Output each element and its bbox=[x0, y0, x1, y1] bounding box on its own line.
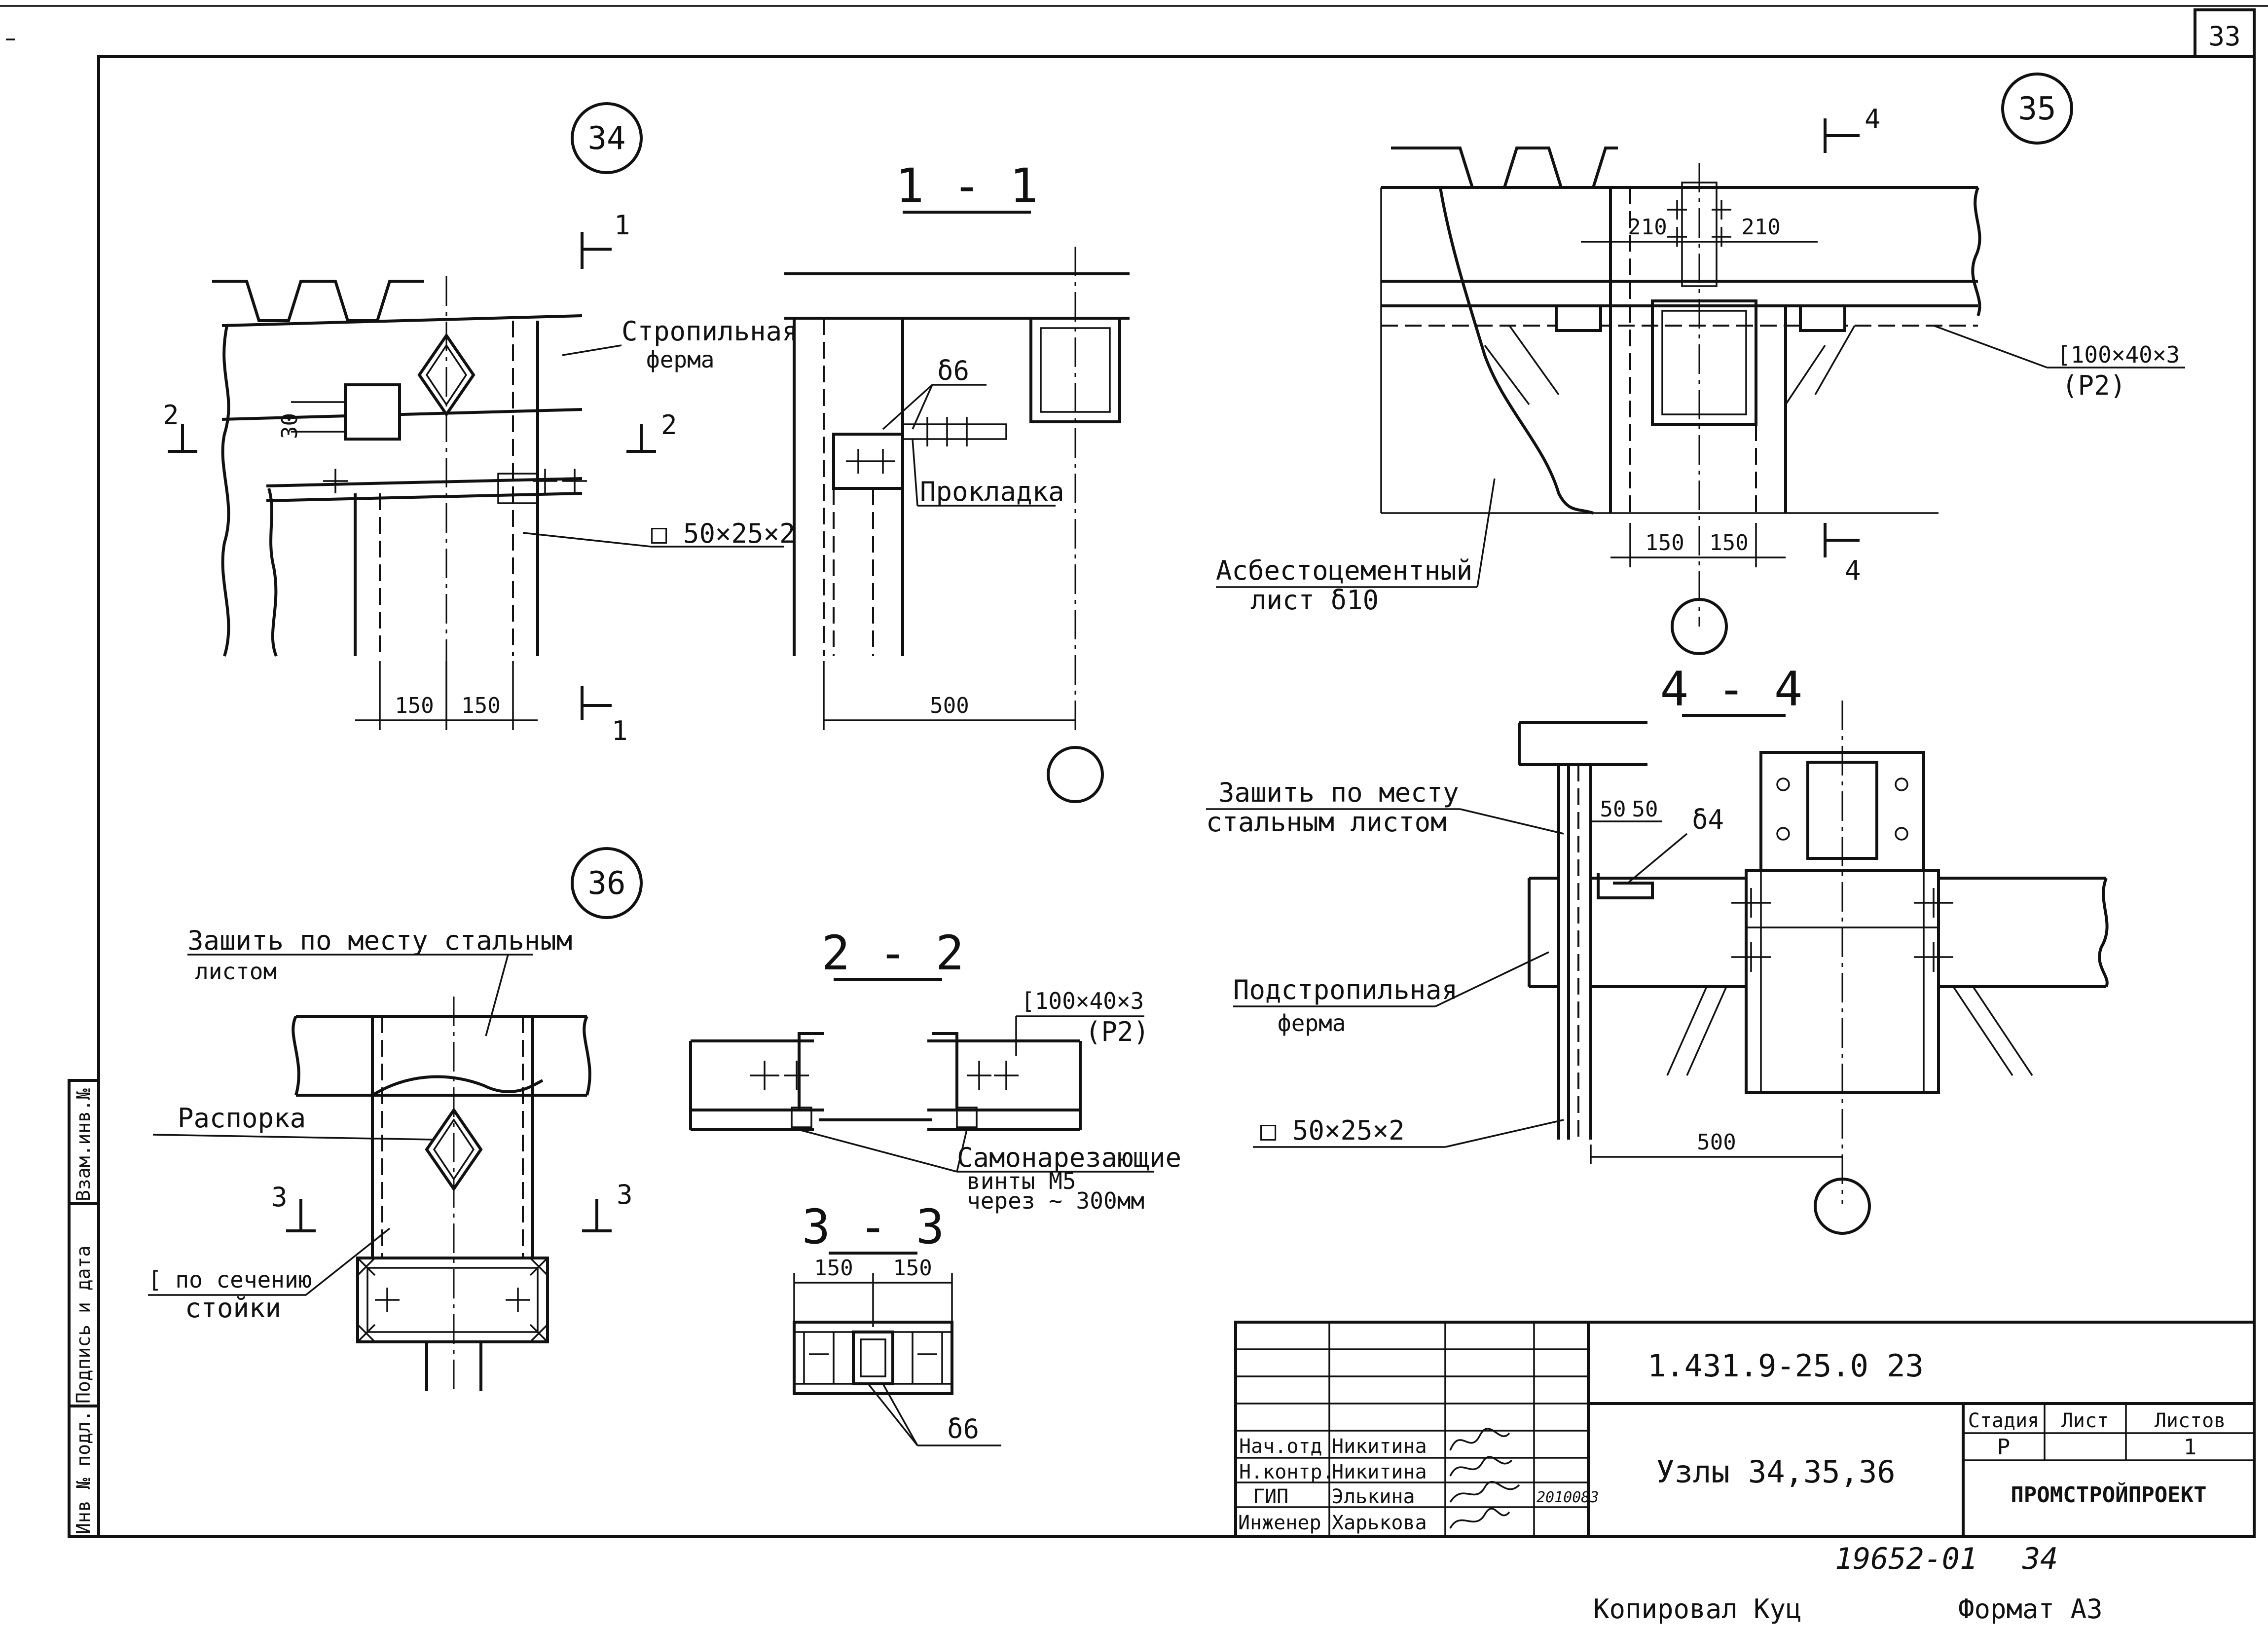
node-36-channel-label-2: стойки bbox=[185, 1293, 281, 1324]
node-36-channel-label-1: [ по сечению bbox=[148, 1266, 312, 1293]
node-35-cut-4-top: 4 bbox=[1865, 104, 1881, 135]
sheet-format: Формат А3 bbox=[1958, 1593, 2103, 1625]
node-34-cut-2-left: 2 bbox=[163, 400, 179, 431]
section-1-1-gasket-label: Прокладка bbox=[920, 476, 1064, 507]
node-34-cut-2-right: 2 bbox=[661, 409, 677, 441]
side-stamp-inv: Инв № подл. bbox=[73, 1410, 94, 1534]
drawing-title: Узлы 34,35,36 bbox=[1656, 1454, 1895, 1490]
section-2-2-channel-label-1: [100×40×3 bbox=[1021, 988, 1144, 1014]
signature-4 bbox=[1449, 1508, 1510, 1529]
section-3-3-dim-b: 150 bbox=[893, 1256, 932, 1281]
signature-3 bbox=[1449, 1480, 1520, 1503]
node-35-dim-210a: 210 bbox=[1628, 215, 1667, 240]
signer-role-3: ГИП bbox=[1253, 1485, 1288, 1508]
node-36-cut-3-right: 3 bbox=[617, 1179, 633, 1210]
section-3-3: 3 - 3 150 150 δ6 bbox=[793, 1199, 1001, 1446]
section-2-2-screws-label-1: Самонарезающие bbox=[957, 1142, 1181, 1173]
archive-number: 19652-01 bbox=[1835, 1542, 1977, 1576]
section-2-2-screws-label-3: через ~ 300мм bbox=[967, 1187, 1144, 1214]
section-2-2-channel-label-2: (Р2) bbox=[1085, 1016, 1149, 1047]
drawing-code: 1.431.9-25.0 23 bbox=[1647, 1348, 1924, 1384]
node-34-dim-left: 150 bbox=[395, 693, 434, 718]
node-36-sew-label-2: листом bbox=[195, 958, 277, 985]
side-stamp-replace: Взам.инв.№ bbox=[73, 1088, 94, 1201]
copied-by: Копировал Куц bbox=[1593, 1593, 1802, 1625]
node-36: 36 Зашить по месту стальным листом Распо… bbox=[148, 847, 643, 1391]
node-36-cut-3-left: 3 bbox=[271, 1182, 288, 1213]
side-stamp-sign: Подпись и дата bbox=[73, 1246, 94, 1404]
signer-role-4: Инженер bbox=[1238, 1512, 1321, 1534]
node-35-channel-label-2: (Р2) bbox=[2062, 370, 2126, 401]
section-4-4-dim-50a: 50 bbox=[1600, 797, 1626, 822]
node-34-number: 34 bbox=[587, 120, 625, 157]
archive-page: 34 bbox=[2022, 1542, 2058, 1576]
node-35-sheet-label-2: лист δ10 bbox=[1250, 585, 1379, 616]
node-34-dim-30: 30 bbox=[277, 413, 302, 439]
node-35-channel-label-1: [100×40×3 bbox=[2057, 341, 2180, 368]
node-35-dim-150a: 150 bbox=[1645, 530, 1684, 555]
section-4-4-dim-50b: 50 bbox=[1632, 797, 1658, 822]
signer-role-1: Нач.отд bbox=[1239, 1435, 1322, 1458]
node-35-number: 35 bbox=[2018, 91, 2056, 127]
signature-2 bbox=[1449, 1456, 1513, 1477]
signature-1 bbox=[1449, 1428, 1510, 1451]
sheet-number: 33 bbox=[2208, 21, 2240, 52]
section-4-4-sew-label-1: Зашить по месту bbox=[1218, 777, 1459, 808]
sheets-header: Листов bbox=[2155, 1409, 2226, 1432]
signer-name-2: Никитина bbox=[1332, 1461, 1427, 1483]
section-1-1-title: 1 - 1 bbox=[896, 158, 1038, 214]
section-3-3-title: 3 - 3 bbox=[802, 1199, 945, 1255]
node-35: 35 210 210 bbox=[1216, 73, 2185, 655]
node-34-dim-right: 150 bbox=[461, 693, 500, 718]
signer-name-3: Элькина bbox=[1332, 1485, 1415, 1508]
node-34: 34 30 Стропильная ферма bbox=[163, 102, 798, 746]
signer-name-4: Харькова bbox=[1332, 1512, 1427, 1534]
section-4-4-truss-label-1: Подстропильная bbox=[1233, 974, 1458, 1005]
node-34-truss-label-1: Стропильная bbox=[622, 316, 798, 347]
node-36-number: 36 bbox=[587, 865, 625, 902]
section-4-4: 4 - 4 bbox=[1206, 662, 2109, 1235]
section-3-3-plate-label: δ6 bbox=[947, 1413, 979, 1444]
node-34-tube-label: □ 50×25×2 bbox=[651, 518, 796, 549]
sign-date: 2010083 bbox=[1536, 1489, 1599, 1506]
node-34-truss-label-2: ферма bbox=[646, 346, 714, 373]
stage-header: Стадия bbox=[1968, 1409, 2040, 1432]
section-4-4-tube-label: □ 50×25×2 bbox=[1260, 1115, 1405, 1146]
sheet-header: Лист bbox=[2061, 1409, 2109, 1432]
section-4-4-title: 4 - 4 bbox=[1660, 662, 1803, 717]
section-1-1-plate-label: δ6 bbox=[937, 355, 969, 386]
footer: 19652-01 34 Копировал Куц Формат А3 bbox=[1593, 1542, 2103, 1625]
node-35-dim-150b: 150 bbox=[1709, 530, 1748, 555]
sheet-frame: 33 bbox=[0, 5, 2268, 1538]
node-35-cut-4-bottom: 4 bbox=[1845, 555, 1861, 586]
section-4-4-sew-label-2: стальным листом bbox=[1206, 807, 1447, 838]
node-35-sheet-label-1: Асбестоцементный bbox=[1216, 555, 1472, 586]
stage-value: Р bbox=[1997, 1435, 2011, 1460]
node-36-sew-label-1: Зашить по месту стальным bbox=[187, 925, 572, 956]
signatures bbox=[1449, 1428, 1520, 1529]
node-36-strut-label: Распорка bbox=[178, 1103, 306, 1134]
section-4-4-dim: 500 bbox=[1697, 1130, 1736, 1155]
signer-name-1: Никитина bbox=[1332, 1435, 1427, 1458]
section-4-4-truss-label-2: ферма bbox=[1278, 1010, 1346, 1036]
node-34-cut-1-bottom: 1 bbox=[612, 715, 628, 746]
sheets-value: 1 bbox=[2184, 1435, 2197, 1460]
title-block: 1.431.9-25.0 23 Узлы 34,35,36 Стадия Лис… bbox=[1234, 1321, 2256, 1538]
side-stamp: Инв № подл. Подпись и дата Взам.инв.№ bbox=[68, 1079, 100, 1538]
node-35-dim-210b: 210 bbox=[1741, 215, 1780, 240]
section-2-2: 2 - 2 [100×40×3 (Р2) Самонарезающие винт… bbox=[689, 925, 1181, 1214]
section-1-1-dim: 500 bbox=[930, 693, 969, 718]
section-3-3-dim-a: 150 bbox=[814, 1256, 853, 1281]
node-34-cut-1-top: 1 bbox=[614, 210, 630, 241]
organization: ПРОМСТРОЙПРОЕКТ bbox=[2011, 1481, 2206, 1508]
section-1-1: 1 - 1 δ6 Прокладка 500 bbox=[784, 158, 1130, 803]
section-2-2-title: 2 - 2 bbox=[822, 925, 964, 981]
signer-role-2: Н.контр. bbox=[1239, 1461, 1334, 1483]
section-4-4-s4-label: δ4 bbox=[1692, 804, 1724, 835]
